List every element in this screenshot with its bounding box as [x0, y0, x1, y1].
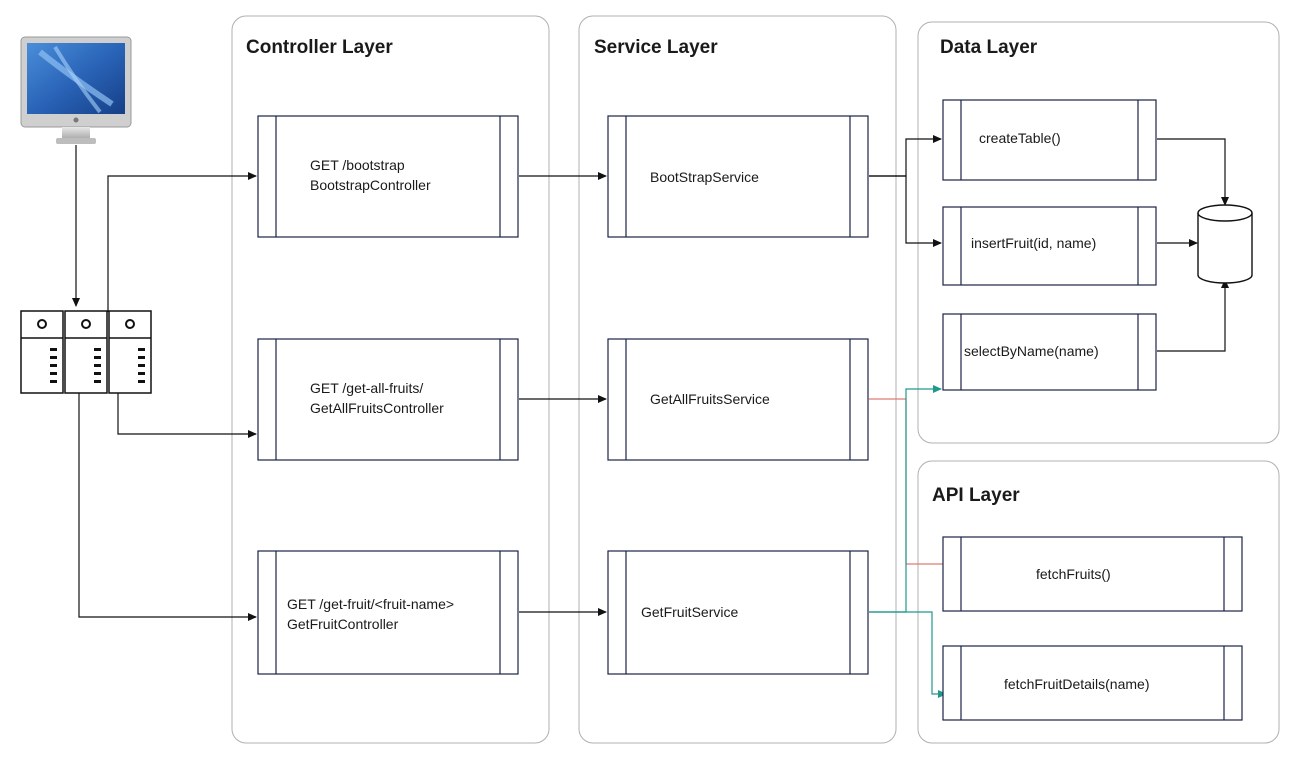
insert-fruit-label: insertFruit(id, name) — [971, 235, 1096, 251]
connector-select-by-name-to-database — [1157, 279, 1229, 352]
get-all-fruits-controller-box[interactable]: GET /get-all-fruits/ GetAllFruitsControl… — [257, 338, 519, 461]
insert-fruit-box[interactable]: insertFruit(id, name) — [942, 206, 1157, 286]
get-fruit-controller-box[interactable]: GET /get-fruit/<fruit-name> GetFruitCont… — [257, 550, 519, 675]
bootstrap-service-box[interactable]: BootStrapService — [607, 115, 869, 238]
database-icon — [1197, 204, 1253, 284]
data-layer-title: Data Layer — [940, 37, 1038, 58]
fetch-fruit-details-box[interactable]: fetchFruitDetails(name) — [942, 645, 1243, 721]
connector-get-fruit-service-to-fetch-details — [869, 611, 947, 698]
connector-bootstrap-service-to-insert-fruit — [869, 175, 942, 247]
computer-monitor-icon — [20, 36, 132, 144]
get-all-fruits-controller-name: GetAllFruitsController — [310, 400, 444, 416]
get-fruit-service-box[interactable]: GetFruitService — [607, 550, 869, 675]
select-by-name-label: selectByName(name) — [964, 343, 1099, 359]
connector-server-to-bootstrap — [107, 172, 257, 312]
get-all-fruits-controller-route: GET /get-all-fruits/ — [310, 380, 423, 396]
get-all-fruits-service-box[interactable]: GetAllFruitsService — [607, 338, 869, 461]
get-all-fruits-service-label: GetAllFruitsService — [650, 391, 770, 407]
get-fruit-controller-name: GetFruitController — [287, 616, 399, 632]
create-table-label: createTable() — [979, 130, 1061, 146]
bootstrap-controller-name: BootstrapController — [310, 177, 431, 193]
bootstrap-controller-box[interactable]: GET /bootstrap BootstrapController — [257, 115, 519, 238]
create-table-box[interactable]: createTable() — [942, 99, 1157, 181]
fetch-fruits-label: fetchFruits() — [1036, 566, 1111, 582]
service-layer-title: Service Layer — [594, 37, 718, 58]
fetch-fruits-box[interactable]: fetchFruits() — [942, 536, 1243, 612]
api-layer-title: API Layer — [932, 485, 1020, 506]
select-by-name-box[interactable]: selectByName(name) — [942, 313, 1157, 391]
server-rack-icon — [20, 310, 152, 394]
get-fruit-controller-route: GET /get-fruit/<fruit-name> — [287, 596, 454, 612]
fetch-fruit-details-label: fetchFruitDetails(name) — [1004, 676, 1150, 692]
connector-create-table-to-database — [1157, 138, 1229, 206]
connectors — [72, 135, 1229, 698]
controller-layer-title: Controller Layer — [246, 37, 393, 58]
connector-server-to-get-fruit — [78, 393, 257, 621]
bootstrap-controller-route: GET /bootstrap — [310, 157, 405, 173]
get-fruit-service-label: GetFruitService — [641, 604, 738, 620]
bootstrap-service-label: BootStrapService — [650, 169, 759, 185]
connector-server-to-get-all — [117, 393, 257, 438]
